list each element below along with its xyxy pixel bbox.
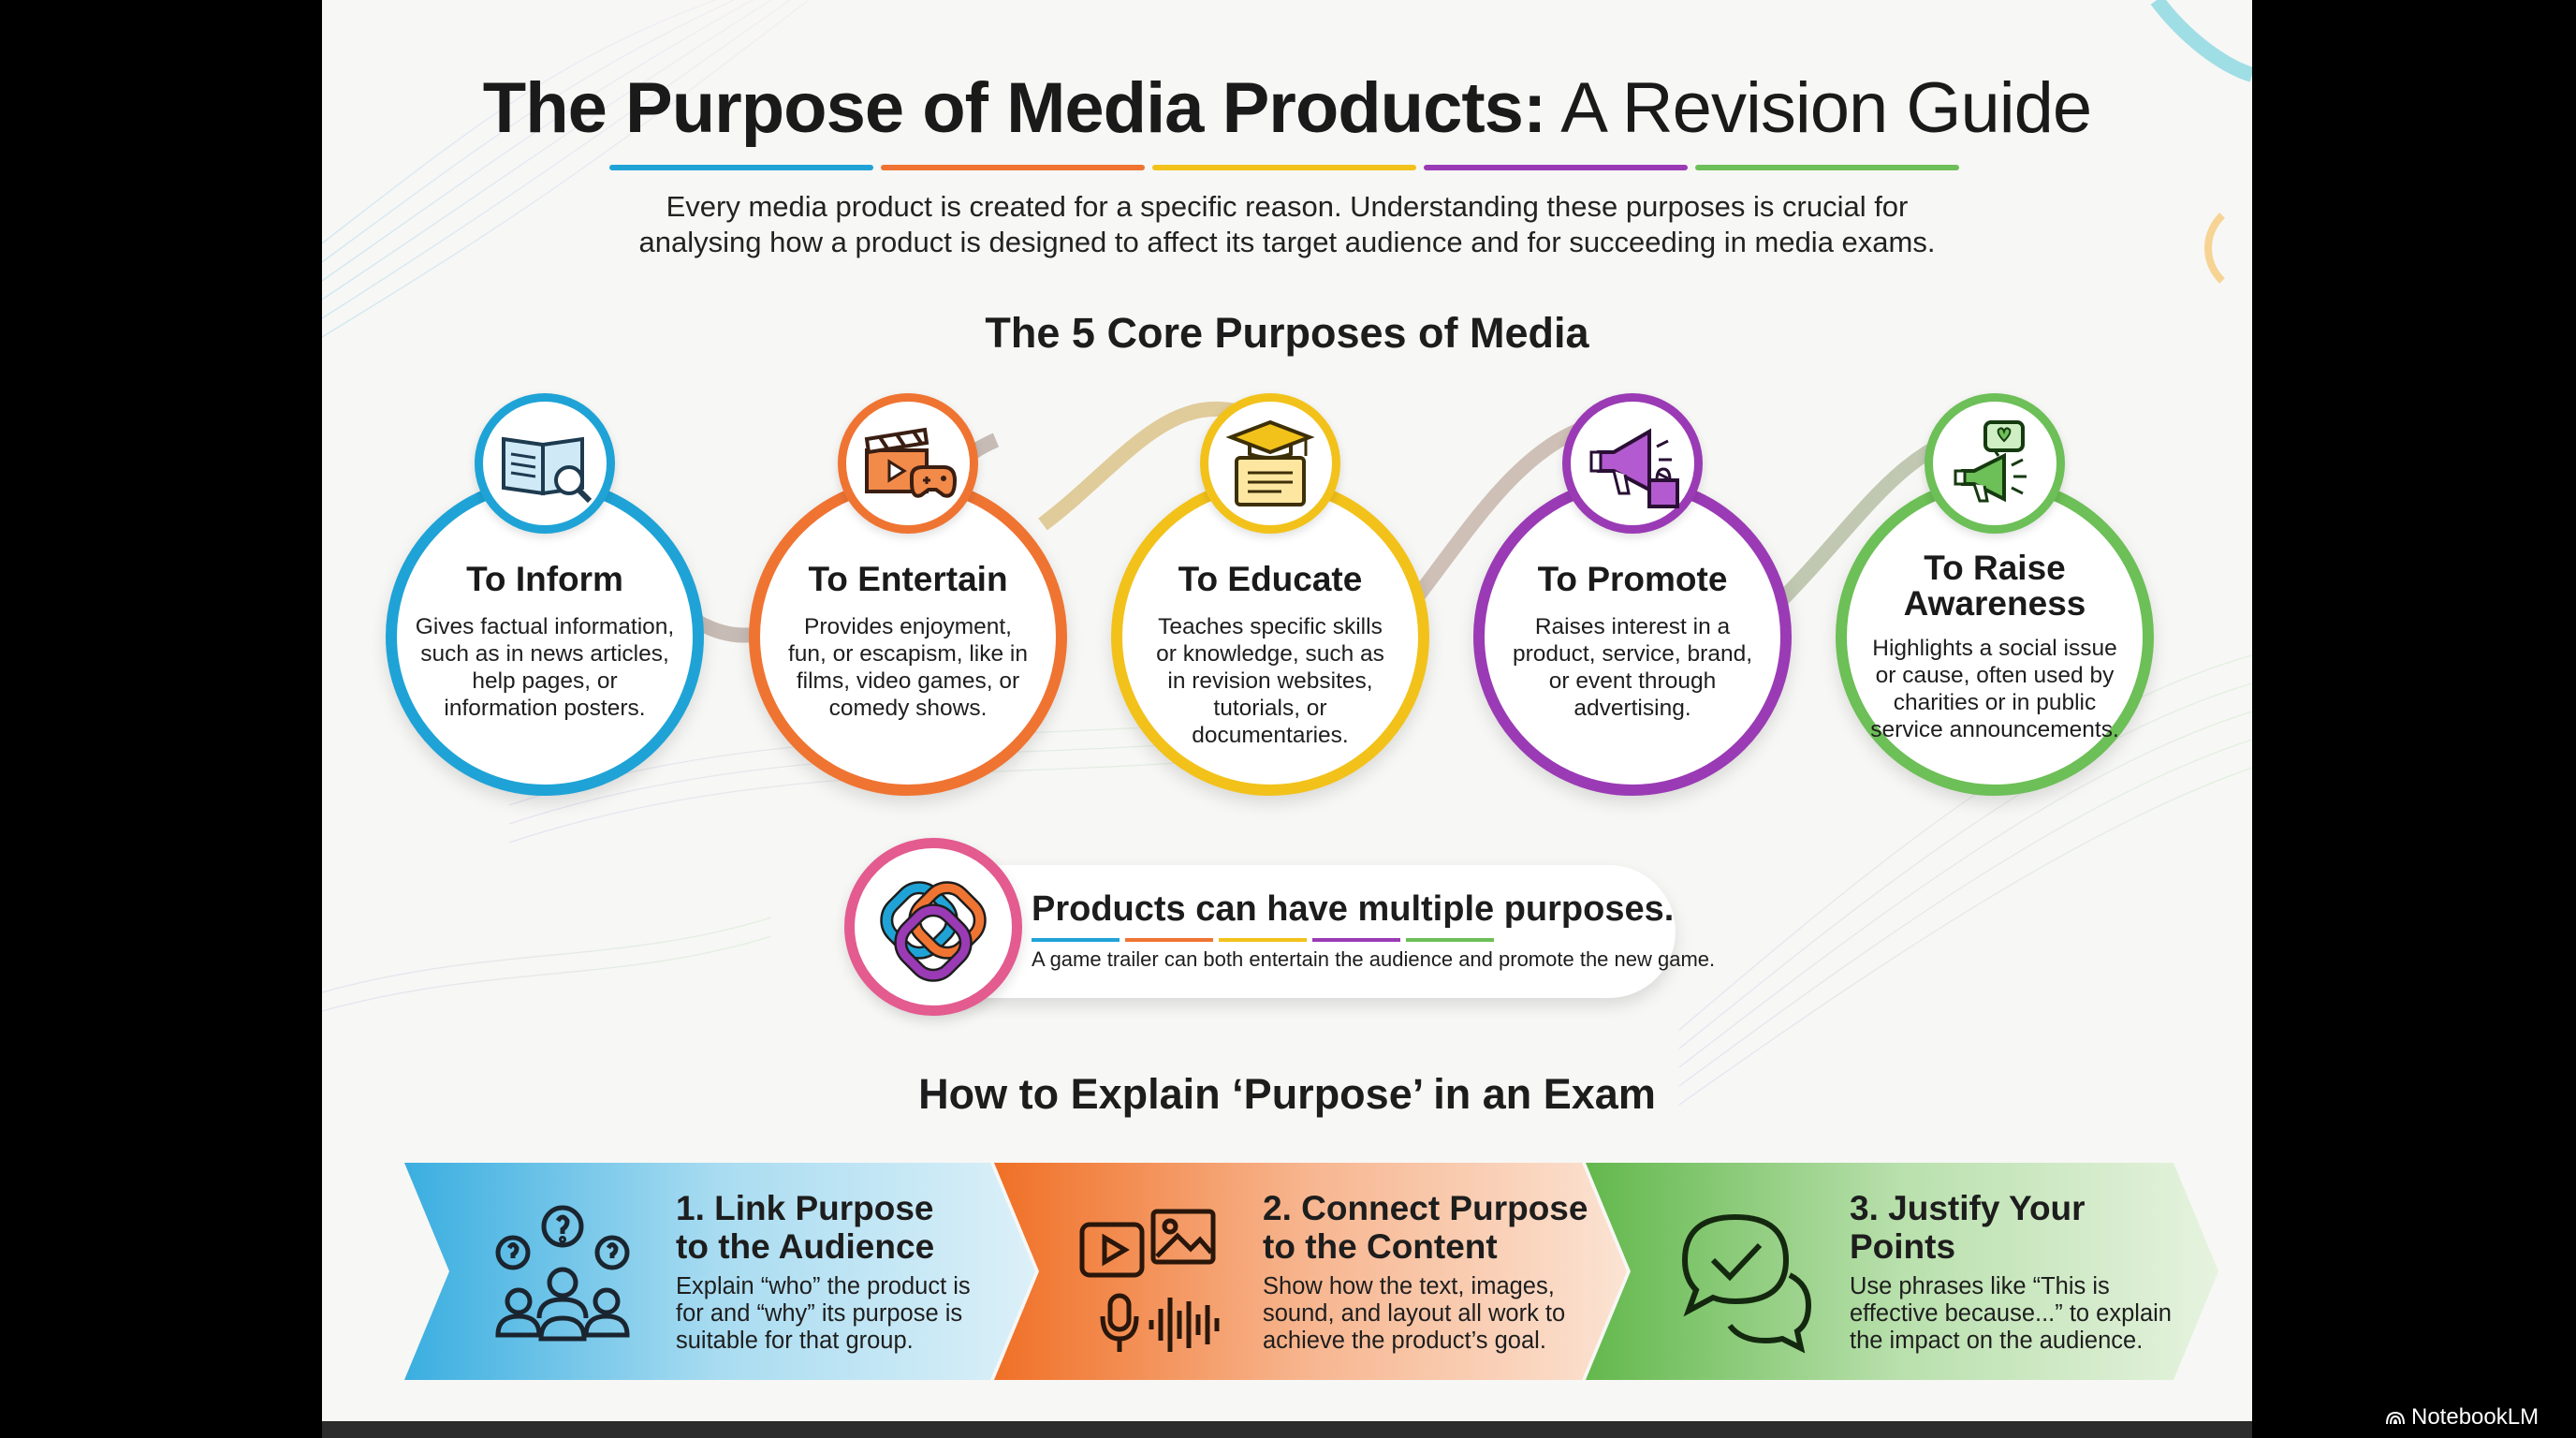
purpose-title: To Raise Awareness	[1836, 550, 2154, 622]
step-2-desc: Show how the text, images, sound, and la…	[1263, 1273, 1565, 1355]
purpose-title: To Promote	[1537, 560, 1728, 598]
megaphone-shopping-bag-icon	[1589, 428, 1679, 508]
title-line: Awareness	[1903, 584, 2086, 623]
callout-underline-purple	[1312, 938, 1400, 942]
desc-line: or event through	[1548, 668, 1717, 694]
desc-line: service announcements.	[1870, 717, 2119, 742]
purpose-title: To Educate	[1178, 560, 1363, 598]
open-book-magnifier-icon	[502, 436, 593, 504]
notebooklm-label: NotebookLM	[2411, 1404, 2539, 1430]
page-title: The Purpose of Media Products: A Revisio…	[322, 67, 2252, 149]
title-line: to the Audience	[676, 1227, 935, 1266]
purpose-icon-circle	[1562, 393, 1703, 534]
callout-underline-green	[1406, 938, 1494, 942]
desc-line: help pages, or	[472, 668, 618, 694]
title-line: To Raise	[1924, 549, 2066, 587]
desc-line: or knowledge, such as	[1156, 641, 1384, 667]
desc-line: product, service, brand,	[1512, 641, 1753, 667]
title-underline-blue	[609, 165, 873, 170]
step-3-desc: Use phrases like “This is effective beca…	[1850, 1273, 2172, 1355]
callout-underline-blue	[1032, 938, 1120, 942]
purpose-desc: Raises interest in a product, service, b…	[1473, 613, 1792, 722]
purpose-desc: Provides enjoyment, fun, or escapism, li…	[749, 613, 1067, 722]
purpose-title: To Entertain	[808, 560, 1008, 598]
desc-line: documentaries.	[1192, 723, 1349, 748]
desc-line: or cause, often used by	[1875, 663, 2115, 688]
step-1-title: 1. Link Purpose to the Audience	[676, 1189, 934, 1266]
purpose-icon-circle	[1200, 393, 1340, 534]
notebooklm-watermark: NotebookLM	[2385, 1404, 2539, 1431]
purpose-icon-circle	[1925, 393, 2065, 534]
desc-line: Gives factual information,	[415, 614, 675, 639]
multiple-purposes-title: Products can have multiple purposes.	[1032, 889, 1675, 929]
title-underline-green	[1695, 165, 1959, 170]
desc-line: Teaches specific skills	[1158, 614, 1383, 639]
media-content-icon	[1079, 1209, 1220, 1352]
desc-line: Use phrases like “This is	[1850, 1273, 2110, 1299]
desc-line: charities or in public	[1893, 690, 2097, 715]
title-underline-purple	[1424, 165, 1688, 170]
multiple-purposes-desc: A game trailer can both entertain the au…	[1032, 947, 1716, 971]
step-2-title: 2. Connect Purpose to the Content	[1263, 1189, 1588, 1266]
page-bottom-edge	[322, 1421, 2252, 1438]
desc-line: Highlights a social issue	[1872, 636, 2117, 661]
title-underline-yellow	[1152, 165, 1416, 170]
purpose-icon-circle	[838, 393, 978, 534]
title-light-part: A Revision Guide	[1560, 68, 2092, 148]
desc-line: the impact on the audience.	[1850, 1328, 2144, 1354]
title-line: 3. Justify Your	[1850, 1189, 2086, 1227]
title-line: 2. Connect Purpose	[1263, 1189, 1588, 1227]
purpose-desc: Teaches specific skills or knowledge, su…	[1111, 613, 1429, 749]
interlocking-rings-icon	[880, 881, 987, 982]
step-3-title: 3. Justify Your Points	[1850, 1189, 2086, 1266]
speech-bubble-check-icon	[1681, 1213, 1812, 1354]
intro-line-1: Every media product is created for a spe…	[666, 190, 1909, 223]
desc-line: information posters.	[444, 696, 646, 721]
desc-line: for and “why” its purpose is	[676, 1300, 963, 1327]
desc-line: films, video games, or	[796, 668, 1020, 694]
desc-line: Provides enjoyment,	[804, 614, 1012, 639]
desc-line: achieve the product’s goal.	[1263, 1328, 1546, 1354]
desc-line: Show how the text, images,	[1263, 1273, 1555, 1299]
clapperboard-gamepad-icon	[864, 427, 958, 498]
multiple-purposes-icon-circle	[844, 838, 1022, 1016]
notebooklm-logo-icon	[2385, 1405, 2406, 1425]
desc-line: comedy shows.	[828, 696, 988, 721]
desc-line: suitable for that group.	[676, 1328, 914, 1354]
infographic-page: The Purpose of Media Products: A Revisio…	[322, 0, 2252, 1421]
callout-underline-yellow	[1219, 938, 1307, 942]
purpose-desc: Gives factual information, such as in ne…	[386, 613, 704, 722]
exam-heading: How to Explain ‘Purpose’ in an Exam	[918, 1070, 1656, 1118]
callout-underline-orange	[1125, 938, 1213, 942]
title-underline-orange	[881, 165, 1145, 170]
megaphone-heart-icon	[1954, 420, 2027, 503]
desc-line: effective because...” to explain	[1850, 1300, 2172, 1327]
desc-line: tutorials, or	[1213, 696, 1327, 721]
purpose-desc: Highlights a social issue or cause, ofte…	[1836, 635, 2154, 743]
desc-line: advertising.	[1573, 696, 1691, 721]
title-line: Points	[1850, 1227, 1956, 1266]
intro-line-2: analysing how a product is designed to a…	[638, 226, 1936, 258]
desc-line: fun, or escapism, like in	[788, 641, 1028, 667]
purpose-icon-circle	[475, 393, 615, 534]
title-line: 1. Link Purpose	[676, 1189, 934, 1227]
desc-line: sound, and layout all work to	[1263, 1300, 1566, 1327]
title-line: to the Content	[1263, 1227, 1498, 1266]
desc-line: Raises interest in a	[1534, 614, 1731, 639]
desc-line: in revision websites,	[1167, 668, 1373, 694]
desc-line: Explain “who” the product is	[676, 1273, 971, 1299]
graduation-cap-screen-icon	[1225, 419, 1315, 506]
desc-line: such as in news articles,	[420, 641, 669, 667]
purpose-title: To Inform	[466, 560, 623, 598]
title-bold-part: The Purpose of Media Products:	[482, 68, 1546, 148]
intro-text: Every media product is created for a spe…	[322, 189, 2252, 260]
audience-question-icon	[495, 1205, 630, 1342]
step-1-desc: Explain “who” the product is for and “wh…	[676, 1273, 971, 1355]
purposes-heading: The 5 Core Purposes of Media	[985, 309, 1589, 357]
